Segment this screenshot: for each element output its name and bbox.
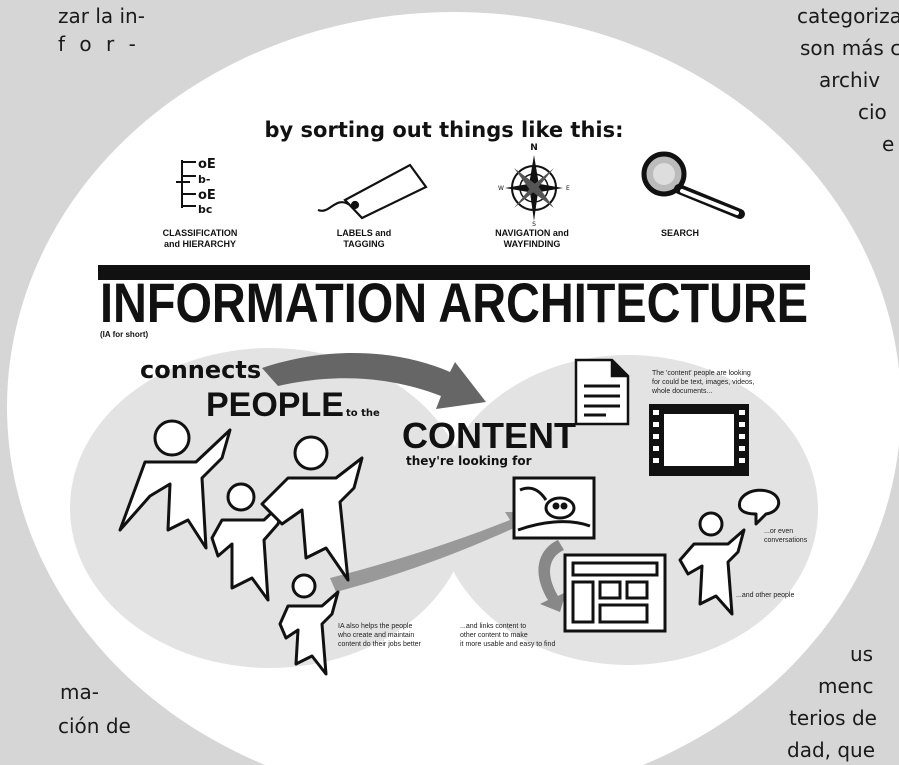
icon-label: LABELS and [337, 228, 392, 238]
svg-text:oE: oE [198, 157, 216, 172]
text-line: zar la in- [58, 4, 145, 28]
links-note: it more usable and easy to find [460, 641, 555, 648]
banner-title: INFORMATION ARCHITECTURE [100, 271, 808, 334]
left-top-text: zar la in- f o r - [58, 2, 145, 58]
compass-icon: N W E S [498, 143, 570, 228]
svg-text:bc: bc [198, 203, 212, 216]
text-line: terios de [789, 706, 877, 730]
graphic-heading: by sorting out things like this: [265, 118, 624, 142]
to-the-label: to the [346, 408, 380, 419]
left-bottom-text: ma- ción de [58, 678, 131, 740]
magnifier-icon [641, 151, 745, 219]
svg-text:S: S [532, 221, 536, 228]
text-line: cio [858, 100, 887, 124]
banner-subtitle: (IA for short) [100, 330, 148, 339]
webpage-icon [563, 553, 667, 633]
icon-label: CLASSIFICATION [163, 228, 238, 238]
conversations-note: ...or even [764, 528, 793, 535]
helps-arrow [330, 512, 532, 592]
svg-text:N: N [530, 143, 538, 153]
other-people-note: ...and other people [736, 592, 794, 599]
people-label: PEOPLE [206, 386, 344, 424]
content-note: for could be text, images, videos, [652, 379, 754, 386]
text-line: dad, que [787, 738, 876, 762]
text-line: ción de [58, 714, 131, 738]
helps-note: IA also helps the people [338, 623, 412, 630]
links-note: ...and links content to [460, 623, 526, 630]
icon-label: NAVIGATION and [495, 228, 569, 238]
content-label: CONTENT [402, 415, 576, 456]
tag-icon [317, 163, 428, 220]
icon-label: SEARCH [661, 228, 699, 238]
svg-text:W: W [498, 185, 504, 192]
film-icon [649, 404, 749, 476]
icon-label: WAYFINDING [504, 239, 561, 249]
svg-text:E: E [566, 185, 570, 192]
icon-label: and HIERARCHY [164, 239, 236, 249]
text-line: son más c [800, 36, 899, 60]
svg-text:b-: b- [198, 173, 210, 186]
text-line: f o r - [58, 32, 140, 56]
connect-arrow [262, 352, 486, 409]
content-note: The 'content' people are looking [652, 370, 751, 377]
text-line: e [882, 132, 895, 156]
helps-note: who create and maintain [337, 632, 414, 639]
talking-person-icon [678, 488, 781, 616]
document-icon [574, 358, 630, 426]
text-line: categoriza [797, 4, 899, 28]
text-line: us [850, 642, 874, 666]
picture-icon [512, 476, 596, 540]
banner-bar [98, 265, 810, 280]
text-line: ma- [60, 680, 99, 704]
links-note: other content to make [460, 632, 528, 639]
hierarchy-icon: oE b- oE bc [176, 157, 216, 216]
text-line: menc [818, 674, 874, 698]
links-arrow [538, 540, 566, 612]
conversations-note: conversations [764, 537, 808, 544]
connects-label: connects [140, 356, 261, 384]
icon-label: TAGGING [343, 239, 384, 249]
content-note: whole documents... [651, 388, 712, 395]
svg-text:oE: oE [198, 188, 216, 203]
text-line: archiv [819, 68, 881, 92]
people-figures-icon [118, 419, 364, 676]
looking-for-label: they're looking for [406, 454, 532, 468]
helps-note: content do their jobs better [338, 641, 422, 648]
